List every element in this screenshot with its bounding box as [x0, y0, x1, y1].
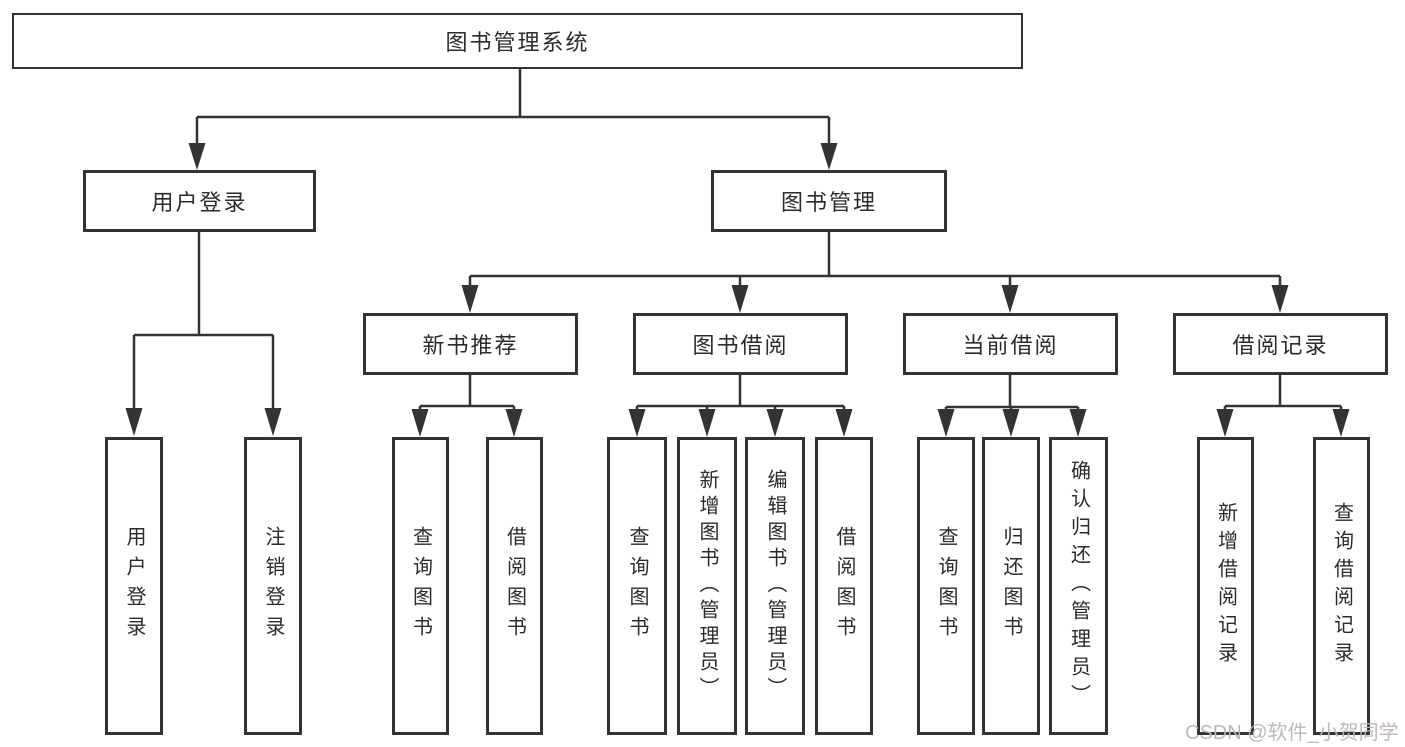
leaf-confirm-return-admin: 确认归还（管理员）	[1049, 437, 1108, 735]
arrowhead	[1001, 285, 1019, 313]
arrowhead	[188, 143, 206, 170]
arrowhead	[461, 285, 479, 313]
edge-bookmgmt-trunk	[468, 232, 1282, 286]
leaf-borrow-books-recommend: 借阅图书	[486, 437, 543, 735]
node-label: 图书管理系统	[445, 30, 590, 55]
node-user-login: 用户登录	[83, 170, 316, 232]
node-label: 图书借阅	[692, 333, 789, 358]
leaf-edit-books-admin: 编辑图书（管理员）	[745, 437, 805, 735]
leaf-query-books-current: 查询图书	[917, 437, 975, 735]
edge-root-trunk	[195, 69, 831, 145]
leaf-add-books-admin: 新增图书（管理员）	[677, 437, 737, 735]
node-label: 新增图书（管理员）	[696, 469, 718, 703]
leaf-query-books-borrowing: 查询图书	[607, 437, 667, 735]
node-label: 用户登录	[123, 526, 145, 646]
arrowhead	[937, 409, 955, 437]
arrowhead	[125, 408, 143, 436]
node-label: 查询图书	[626, 526, 648, 646]
arrowhead	[1216, 409, 1234, 437]
leaf-return-books: 归还图书	[982, 437, 1040, 735]
arrowhead	[264, 408, 282, 436]
leaf-add-borrow-record: 新增借阅记录	[1197, 437, 1254, 735]
node-label: 注销登录	[262, 526, 284, 646]
node-label: 图书管理	[780, 190, 877, 215]
arrowhead	[1002, 409, 1020, 437]
node-label: 编辑图书（管理员）	[764, 469, 786, 703]
node-current-borrowing: 当前借阅	[903, 313, 1118, 375]
leaf-logout: 注销登录	[244, 437, 302, 735]
edge-borrowing-trunk	[635, 375, 846, 410]
node-label: 查询借阅记录	[1330, 502, 1353, 670]
leaf-query-borrow-record: 查询借阅记录	[1313, 437, 1370, 735]
node-new-book-recommend: 新书推荐	[363, 313, 578, 375]
node-label: 借阅图书	[503, 526, 526, 646]
node-label: 新增借阅记录	[1214, 502, 1237, 670]
leaf-user-login: 用户登录	[105, 437, 163, 735]
arrowhead	[1332, 409, 1350, 437]
arrowhead	[1271, 285, 1289, 313]
node-label: 归还图书	[1000, 526, 1022, 646]
node-label: 确认归还（管理员）	[1067, 460, 1090, 712]
arrowhead	[731, 285, 749, 313]
leaf-borrow-books: 借阅图书	[815, 437, 873, 735]
edge-newbook-trunk	[418, 375, 516, 410]
arrowhead	[505, 409, 523, 437]
arrowhead	[411, 409, 429, 437]
node-book-borrowing: 图书借阅	[633, 313, 848, 375]
arrowhead	[698, 409, 716, 437]
node-label: 查询图书	[935, 526, 957, 646]
arrowhead	[628, 409, 646, 437]
node-book-management: 图书管理	[711, 170, 947, 232]
node-label: 借阅图书	[833, 526, 855, 646]
node-root-library-system: 图书管理系统	[12, 13, 1023, 69]
node-borrowing-records: 借阅记录	[1173, 313, 1388, 375]
arrowhead	[835, 409, 853, 437]
edge-userlogin-trunk	[132, 232, 275, 409]
node-label: 新书推荐	[422, 333, 519, 358]
leaf-query-books-recommend: 查询图书	[392, 437, 449, 735]
arrowhead	[1069, 409, 1087, 437]
edge-records-trunk	[1223, 375, 1343, 410]
arrowhead	[820, 143, 838, 170]
node-label: 查询图书	[409, 526, 432, 646]
node-label: 当前借阅	[962, 333, 1059, 358]
arrowhead	[766, 409, 784, 437]
csdn-watermark: CSDN @软件_小贺同学	[1185, 722, 1399, 744]
node-label: 借阅记录	[1232, 333, 1329, 358]
node-label: 用户登录	[151, 190, 248, 215]
edge-current-trunk	[944, 375, 1080, 410]
